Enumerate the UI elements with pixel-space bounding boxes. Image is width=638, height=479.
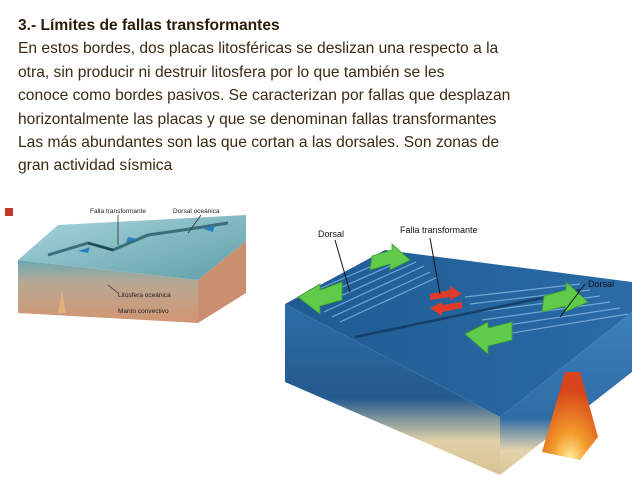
body-line-1: En estos bordes, dos placas litosféricas…: [18, 40, 499, 58]
left-ridge-line: [47, 221, 229, 257]
body-line-2: otra, sin producir ni destruir litosfera…: [18, 63, 445, 81]
left-block-diagram: Falla transformante Dorsal oceánica Lito…: [18, 208, 246, 323]
green-arrow-bottom-center: [464, 321, 513, 355]
magma-plume: [542, 372, 598, 460]
green-arrow-top-center: [369, 243, 411, 271]
right-block-top-surface: [285, 250, 632, 417]
left-plate-arrow-2: [126, 237, 138, 243]
red-arrow-left: [430, 302, 462, 316]
transform-fault-line: [354, 288, 581, 339]
green-arrow-top-left: [297, 281, 343, 315]
body-line-3: conoce como bordes pasivos. Se caracteri…: [18, 87, 511, 105]
left-label-litosfera: Litosfera oceánica: [118, 292, 171, 299]
slide-heading: 3.- Límites de fallas transformantes: [18, 17, 280, 34]
right-block-front-face: [285, 304, 500, 475]
right-label-dorsal-left: Dorsal: [318, 229, 344, 239]
body-line-4: horizontalmente las placas y que se deno…: [18, 110, 497, 128]
left-plate-arrow-1: [78, 247, 90, 253]
left-fault-line: [87, 242, 114, 251]
slide-text: 3.- Límites de fallas transformantes En …: [18, 14, 628, 178]
right-label-falla: Falla transformante: [400, 225, 478, 235]
left-block-side-face: [198, 241, 246, 323]
left-label-falla: Falla transformante: [90, 208, 146, 215]
red-arrow-right: [430, 286, 462, 300]
left-label-dorsal: Dorsal oceánica: [173, 208, 220, 215]
right-block-diagram: Dorsal Falla transformante Dorsal: [285, 225, 632, 475]
body-line-5: Las más abundantes son las que cortan a …: [18, 134, 500, 152]
left-label-manto: Manto convectivo: [118, 308, 169, 315]
right-label-dorsal-right: Dorsal: [588, 279, 614, 289]
bullet-marker: [5, 208, 13, 216]
left-plate-arrow-3: [203, 225, 215, 232]
left-plume: [58, 290, 66, 313]
body-line-6: gran actividad sísmica: [18, 157, 173, 175]
